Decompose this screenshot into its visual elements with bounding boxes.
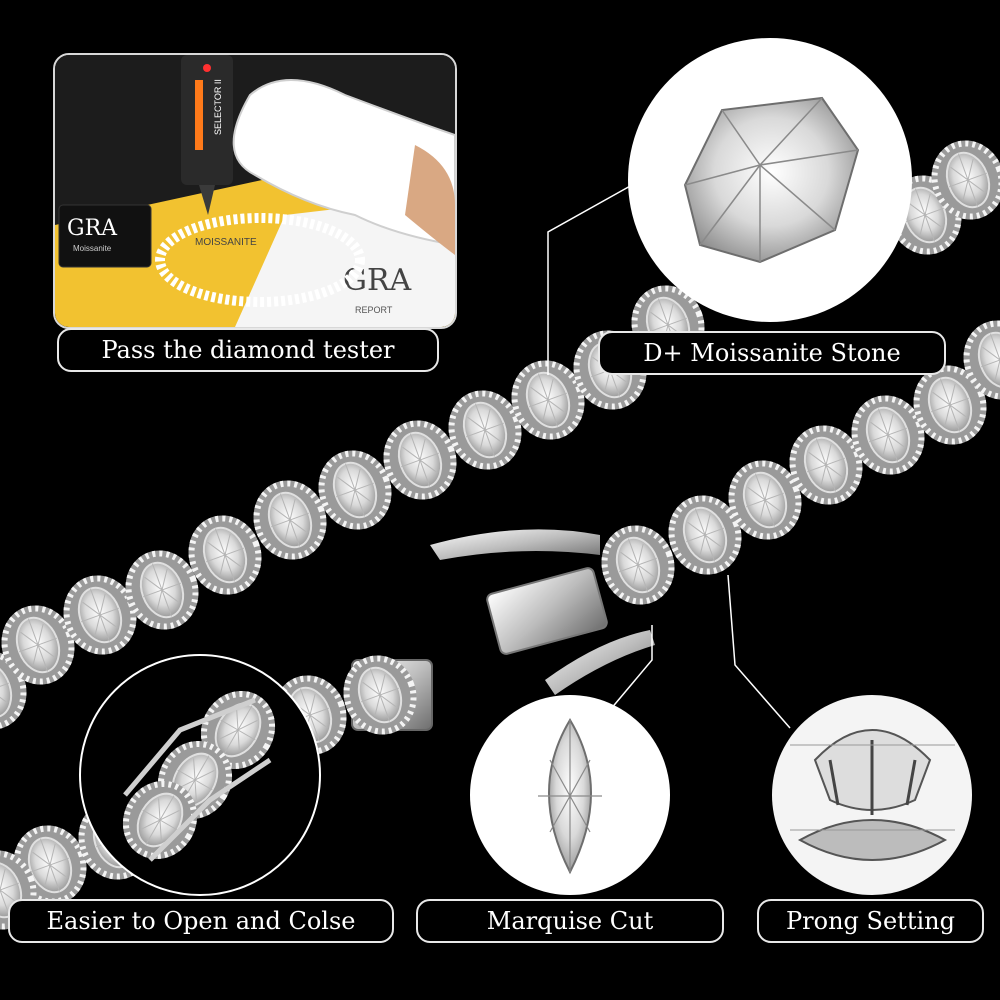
report-label: REPORT	[355, 305, 393, 315]
device-label: SELECTOR II	[213, 79, 223, 135]
caption-tester: Pass the diamond tester	[57, 328, 439, 372]
marquise-circle	[470, 695, 670, 895]
tester-photo: GRA MOISSANITE REPORT GRA Moissanite SEL…	[53, 53, 457, 329]
certificate-sub: MOISSANITE	[195, 237, 257, 248]
caption-clasp: Easier to Open and Colse	[8, 899, 394, 943]
caption-cut: Marquise Cut	[416, 899, 724, 943]
clasp	[262, 529, 655, 765]
card-sub: Moissanite	[73, 244, 112, 253]
clasp-detail-circle	[79, 654, 321, 896]
caption-stone: D+ Moissanite Stone	[598, 331, 946, 375]
card-logo: GRA	[67, 216, 118, 241]
leader-lines	[547, 184, 791, 729]
caption-setting: Prong Setting	[757, 899, 984, 943]
certificate-logo: GRA	[343, 263, 412, 298]
glove-icon	[232, 79, 455, 247]
tester-device	[181, 55, 233, 185]
prong-sketch-circle	[772, 695, 972, 895]
gem-circle	[628, 38, 912, 322]
